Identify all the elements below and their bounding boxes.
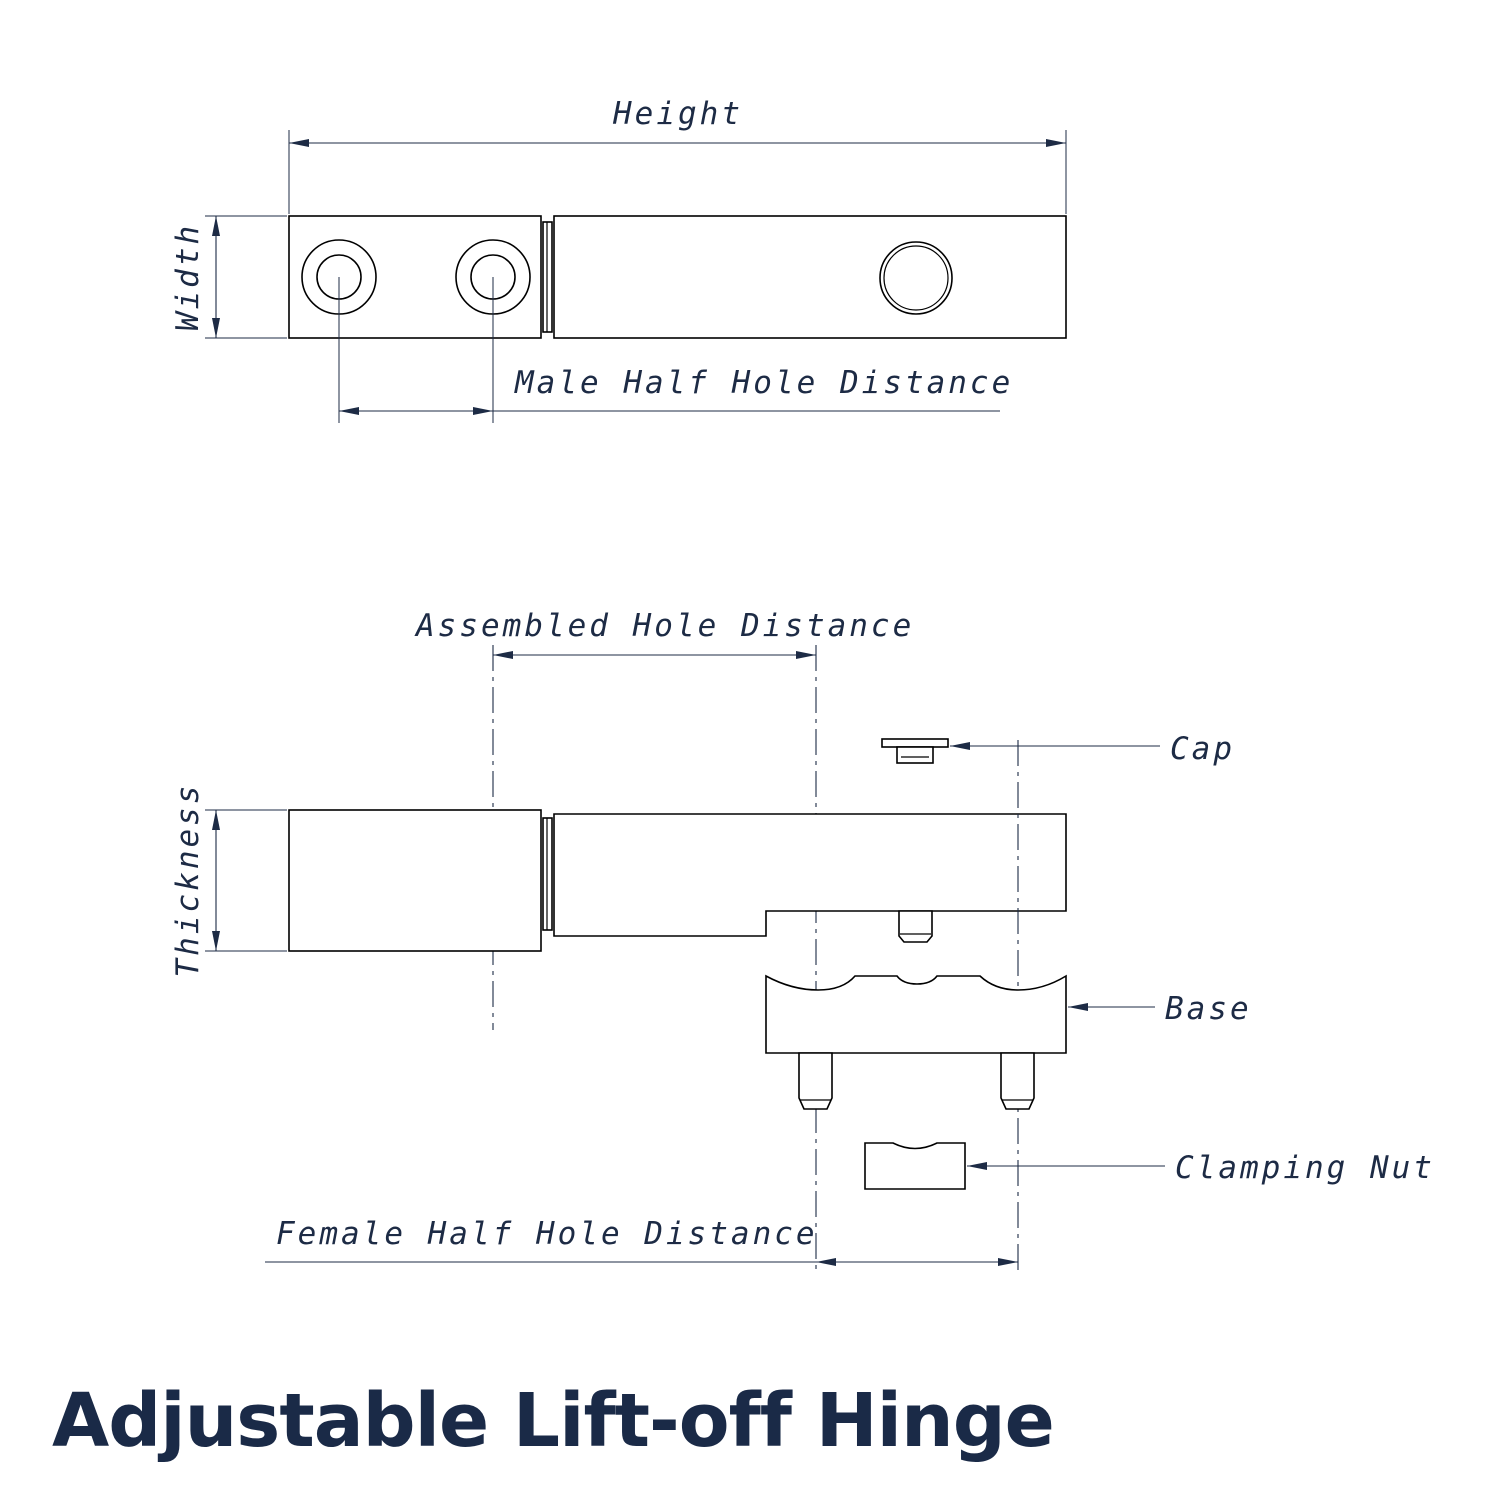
clamping-nut-part [864,1142,966,1190]
female-half-side [553,813,1067,937]
page-title: Adjustable Lift-off Hinge [52,1378,1055,1464]
female-half-hole-distance-label: Female Half Hole Distance [276,1216,818,1252]
base-part [765,974,1067,1054]
male-half-hole-distance-label: Male Half Hole Distance [514,365,1013,401]
height-label: Height [612,96,743,132]
cap-part [881,738,949,764]
base-stud-right [1000,1052,1035,1110]
assembled-hole-distance-label: Assembled Hole Distance [414,608,914,644]
width-label: Width [170,223,206,331]
cap-hole [879,241,953,315]
base-label: Base [1165,991,1252,1027]
male-half-side [288,809,542,952]
side-view: Assembled Hole Distance Thickness Cap [170,608,1435,1272]
cap-label: Cap [1170,731,1235,767]
clamping-nut-label: Clamping Nut [1175,1150,1435,1186]
top-view: Height Width Male Half Hole Distance [170,96,1067,423]
base-stud-left [798,1052,833,1110]
thickness-label: Thickness [170,783,206,978]
female-half-plate [553,215,1067,339]
female-stud [898,910,933,943]
